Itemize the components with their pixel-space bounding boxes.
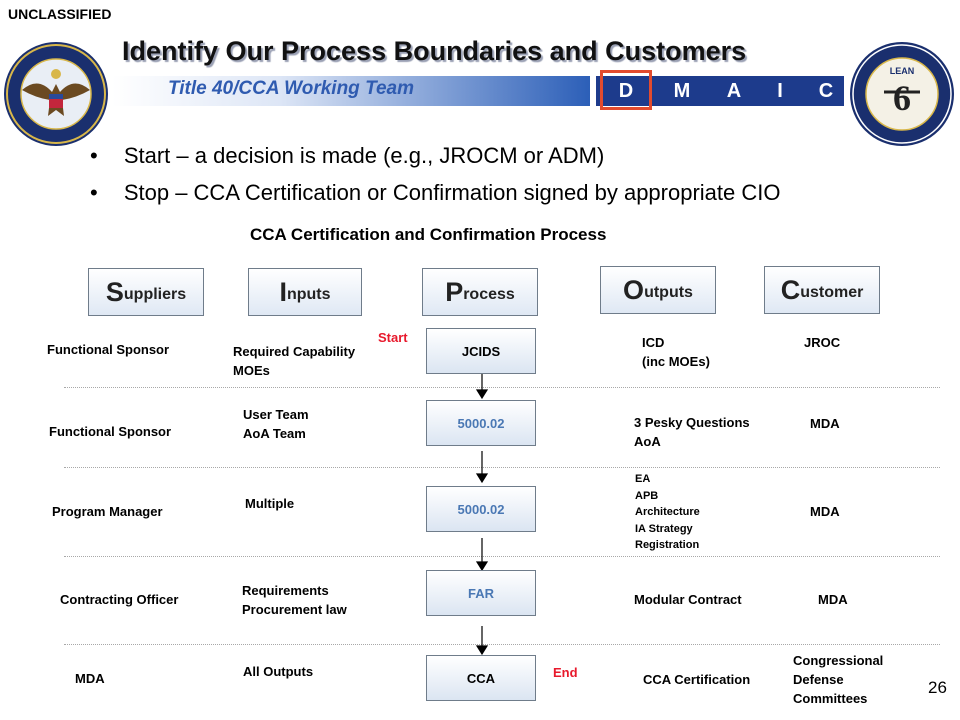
sipoc-initial: S	[105, 276, 124, 307]
row2-outputs: 3 Pesky Questions AoA	[634, 414, 750, 452]
output-line: APB	[635, 489, 659, 502]
dmaic-analyze: A	[726, 79, 742, 102]
page-number: 26	[928, 678, 947, 697]
row4-outputs: Modular Contract	[634, 592, 742, 607]
row2-inputs: User Team AoA Team	[243, 406, 309, 444]
row-separator	[64, 644, 940, 645]
title-banner	[112, 76, 590, 106]
row4-inputs: Requirements Procurement law	[242, 582, 347, 620]
output-line: EA	[635, 473, 651, 485]
row2-supplier: Functional Sponsor	[49, 424, 172, 439]
output-line: (inc MOEs)	[642, 353, 710, 369]
bullet-start-text: Start – a decision is made (e.g., JROCM …	[123, 143, 605, 168]
output-line: 3 Pesky Questions	[634, 415, 750, 430]
dmaic-measure: M	[673, 79, 691, 102]
process-flow-arrows	[475, 374, 489, 656]
bullet-dot: •	[90, 180, 98, 205]
bullet-stop-text: Stop – CCA Certification or Confirmation…	[123, 180, 781, 205]
process-box-cca: CCA	[426, 655, 536, 701]
row1-customer: JROC	[804, 335, 841, 350]
row-separator	[64, 387, 940, 388]
process-box-far: FAR	[426, 570, 536, 616]
row5-supplier: MDA	[75, 671, 105, 686]
row3-supplier: Program Manager	[52, 504, 163, 519]
output-line: Architecture	[635, 506, 700, 518]
input-line: Requirements	[242, 583, 329, 598]
lean-six-sigma-seal-icon: LEAN 6	[850, 42, 954, 146]
input-line: MOEs	[233, 362, 270, 378]
output-line: Registration	[635, 539, 700, 551]
output-line: IA Strategy	[635, 522, 693, 535]
customer-line: Committees	[793, 690, 868, 706]
sipoc-rest: rocess	[463, 286, 515, 303]
sipoc-initial: P	[445, 276, 464, 307]
row2-customer: MDA	[810, 416, 840, 431]
seal-lean-text: LEAN	[890, 66, 915, 76]
row5-outputs: CCA Certification	[643, 672, 751, 687]
input-line: Procurement law	[242, 601, 347, 617]
sipoc-initial: O	[623, 274, 645, 305]
row4-customer: MDA	[818, 592, 848, 607]
row4-supplier: Contracting Officer	[60, 592, 179, 607]
output-line: ICD	[642, 335, 665, 350]
row3-customer: MDA	[810, 504, 840, 519]
row1-inputs: Required Capability MOEs	[233, 343, 355, 381]
row-separator	[64, 556, 940, 557]
row1-outputs: ICD (inc MOEs)	[642, 334, 710, 372]
dmaic-control: C	[818, 79, 834, 102]
customer-line: Congressional	[793, 653, 884, 668]
row3-outputs: EA APB Architecture IA Strategy Registra…	[635, 471, 700, 554]
customer-line: Defense	[793, 671, 844, 687]
row1-supplier: Functional Sponsor	[47, 342, 170, 357]
sipoc-initial: C	[780, 274, 801, 305]
sipoc-rest: utputs	[644, 284, 693, 301]
start-marker: Start	[378, 330, 408, 345]
slide-title: Identify Our Process Boundaries and Cust…	[122, 36, 747, 66]
sipoc-rest: ustomer	[800, 284, 864, 301]
dmaic-bar	[596, 76, 844, 106]
bullet-dot: •	[90, 143, 98, 168]
dmaic-define: D	[618, 79, 634, 102]
input-line: AoA Team	[243, 425, 306, 441]
row-separator	[64, 467, 940, 468]
dod-seal-icon	[4, 42, 108, 146]
seal-six-digit: 6	[893, 78, 911, 118]
dmaic-improve: I	[777, 79, 783, 102]
row3-inputs: Multiple	[245, 496, 295, 511]
end-marker: End	[553, 665, 578, 680]
process-box-jcids: JCIDS	[426, 328, 536, 374]
banner-text: Title 40/CCA Working Team	[168, 78, 414, 99]
row5-customer: Congressional Defense Committees	[793, 652, 883, 709]
process-box-5000-02: 5000.02	[426, 400, 536, 446]
bullet-stop: • Stop – CCA Certification or Confirmati…	[90, 180, 780, 206]
classification-label: UNCLASSIFIED	[8, 6, 112, 22]
input-line: User Team	[243, 407, 309, 422]
row5-inputs: All Outputs	[243, 664, 314, 679]
sipoc-rest: uppliers	[123, 286, 187, 303]
process-box-5000-02: 5000.02	[426, 486, 536, 532]
bullet-start: • Start – a decision is made (e.g., JROC…	[90, 143, 604, 169]
diagram-title: CCA Certification and Confirmation Proce…	[250, 225, 607, 244]
sipoc-initial: I	[279, 276, 287, 307]
sipoc-rest: nputs	[286, 286, 331, 303]
output-line: AoA	[634, 433, 661, 449]
define-phase-highlight	[600, 70, 652, 110]
input-line: Required Capability	[233, 344, 356, 359]
